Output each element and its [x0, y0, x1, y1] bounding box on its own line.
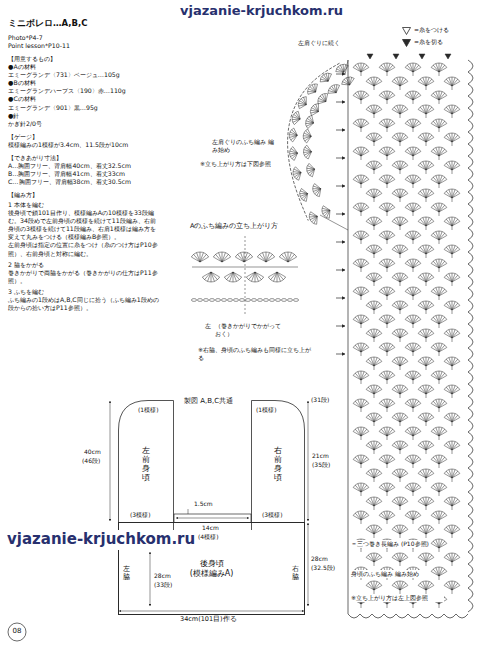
- title: ミニボレロ…A,B,C: [8, 18, 87, 29]
- instruction-text: B…胸囲フリー、背肩幅41cm、着丈33cm: [8, 170, 160, 178]
- annotation: ※立ち上がり方は下図参照: [200, 160, 271, 168]
- instruction-text: Photo*P4-7: [8, 34, 160, 42]
- instruction-text: A…胸囲フリー、背肩幅40cm、着丈32.5cm: [8, 162, 160, 170]
- stitch-chart: [288, 54, 473, 618]
- annotation: (31段): [311, 396, 329, 404]
- instruction-text: ふち編みの1段めはA,B,C同じに拾う（ふち編み1段めの段からの拾い方はP11参…: [8, 296, 160, 312]
- instruction-text: 模様編みの1模様が3.4cm、11.5段が10cm: [8, 141, 160, 149]
- annotation: 左肩ぐりのふち編み 編み始め: [212, 138, 274, 154]
- legend-row: =糸を切る: [402, 38, 443, 47]
- legend-text: =糸を切る: [414, 38, 443, 47]
- instruction-text: 1 本体を編む: [8, 201, 160, 209]
- instruction-text: ●針: [8, 112, 160, 120]
- annotation: ＝三つ巻き長編み (P10参照): [350, 540, 430, 548]
- instruction-text: 【編み方】: [8, 191, 160, 199]
- instruction-text: C…胸囲フリー、背肩幅38cm、着丈30.5cm: [8, 178, 160, 186]
- instructions: Photo*P4-7Point lesson*P10-11 【用意するもの】●Aの…: [8, 34, 160, 312]
- annotation: Aのふち編みの立ち上がり方: [190, 222, 278, 230]
- instruction-text: ●Aの材料: [8, 63, 160, 71]
- page-circle: [8, 623, 26, 641]
- piece-name: 右前身頃: [274, 447, 282, 482]
- annotation: 1.5cm: [194, 500, 213, 508]
- annotation: 左肩ぐりに続く: [298, 40, 340, 47]
- schematic-lines: [110, 401, 308, 611]
- annotation: (4模様): [198, 533, 219, 541]
- instruction-text: 3 ふちを編む: [8, 288, 160, 296]
- annotation: vjazanie-krjuchkom.ru: [6, 530, 196, 550]
- annotation: (1模様): [256, 406, 277, 414]
- annotation: 右脇: [292, 566, 299, 581]
- instruction-text: かぎ針2/0号: [8, 120, 160, 128]
- annotation: (1模様): [138, 406, 159, 414]
- piece-name: (模様編みA): [190, 569, 234, 579]
- garment-piece: 左前身頃: [118, 400, 174, 530]
- annotation: (32.5段): [311, 564, 335, 572]
- annotation: 40cm: [84, 448, 101, 456]
- annotation: 左: [205, 322, 211, 330]
- annotation: (35段): [312, 461, 330, 469]
- annotation: 21cm: [312, 452, 329, 460]
- piece-name: 後身頃: [200, 559, 224, 569]
- instruction-text: エミーグランデ〈731〉ベージュ…105g: [8, 71, 160, 79]
- instruction-text: 巻きかがりで両脇をかがる（巻きかがりの仕方はP11参照）。: [8, 269, 160, 285]
- legend-symbol: [402, 39, 411, 47]
- annotation: 34cm(101目)作る: [180, 615, 237, 623]
- instruction-text: ●Cの材料: [8, 95, 160, 103]
- instruction-text: 【ゲージ】: [8, 133, 160, 141]
- annotation: 08: [9, 627, 25, 636]
- garment-piece: 右前身頃: [251, 400, 305, 530]
- annotation: 14cm: [202, 524, 219, 532]
- edging-detail: [191, 236, 298, 314]
- annotation: ※立ち上がり方は左上図参照: [350, 594, 444, 602]
- annotation: 身頃のふち編み 編み始め: [350, 570, 426, 578]
- legend-row: =糸をつける: [402, 26, 449, 35]
- instruction-text: 2 脇をかがる: [8, 261, 160, 269]
- annotation: (3模様): [262, 511, 283, 519]
- instruction-text: ●Bの材料: [8, 79, 160, 87]
- annotation: ※右脇、身頃のふち編みも同様に立ち上がる: [198, 346, 316, 362]
- annotation: 28cm: [154, 572, 171, 580]
- annotation: (33段): [154, 581, 172, 589]
- instruction-text: 【できあがり寸法】: [8, 154, 160, 162]
- annotation: (3模様): [130, 511, 151, 519]
- instruction-text: 【用意するもの】: [8, 55, 160, 63]
- annotation: 製図 A,B,C共通: [184, 397, 233, 406]
- instruction-text: 後身頃で鎖101目作り、模様編みAの10模様を33段編む。34段めで左前身頃の模…: [8, 209, 160, 241]
- instruction-text: エミーグランデハーブス〈190〉赤…110g: [8, 87, 160, 95]
- instruction-text: エミーグランデ〈901〉黒…95g: [8, 104, 160, 112]
- annotation: （巻きかがりでかがっておく）: [215, 322, 285, 338]
- legend-symbol: [402, 27, 411, 35]
- annotation: (46段): [82, 457, 100, 465]
- instruction-text: Point lesson*P10-11: [8, 42, 160, 50]
- legend-text: =糸をつける: [414, 26, 449, 35]
- annotation: vjazanie-krjuchkom.ru: [180, 3, 343, 20]
- piece-name: 左前身頃: [142, 447, 150, 482]
- annotation: 左脇: [123, 566, 130, 581]
- annotation: 28cm: [311, 555, 328, 563]
- instruction-text: 左前身頃は指定の位置に糸をつけ（糸のつけ方はP10参照）、右前身頃と対称に編む。: [8, 241, 160, 257]
